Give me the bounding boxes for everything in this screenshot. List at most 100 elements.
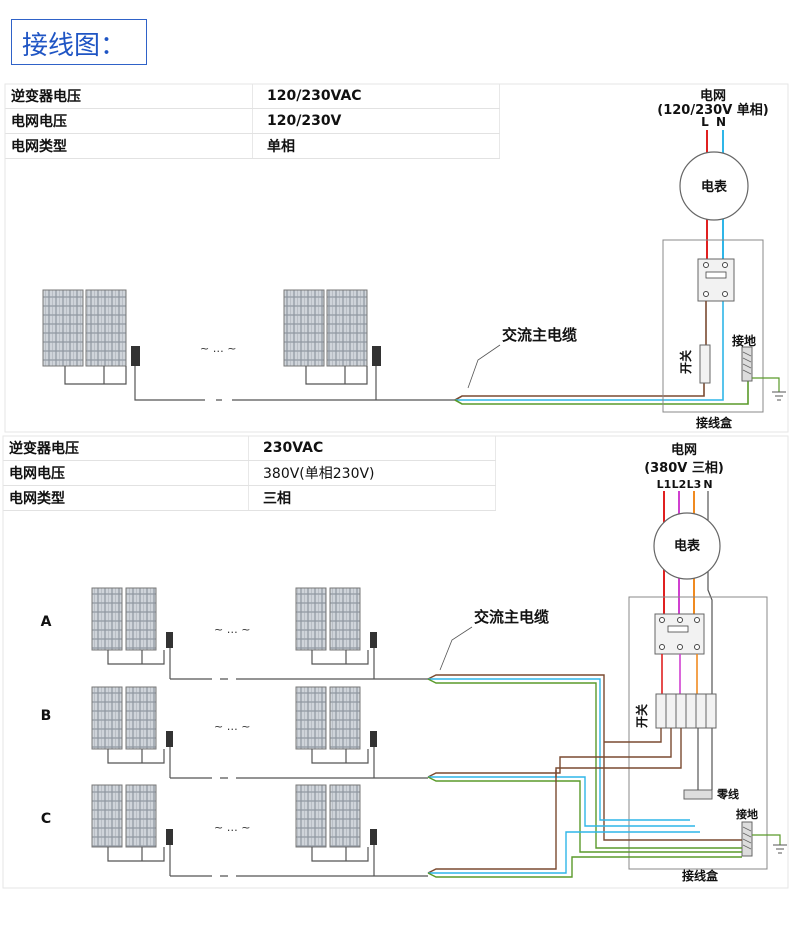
spec-row: 电网电压 380V(单相230V) [3,460,496,486]
solar-panel-group [42,289,200,401]
line-N-label: N [716,115,726,129]
line-L-label: L [701,115,709,129]
switch-label: 开关 [678,350,693,374]
micro-inverter [131,346,140,366]
switch [695,693,707,729]
junction-box [628,596,768,870]
grid-subtitle: (120/230V 单相) [657,102,769,118]
junction-box [662,239,764,413]
panel-wiring [311,847,369,862]
spec-row: 电网类型 三相 [3,485,496,511]
spec-value: 230VAC [248,436,496,461]
solar-panel [125,686,157,750]
meter-label: 电表 [701,179,728,195]
ground-label: 接地 [736,807,758,821]
grid-label: 电网 [700,88,726,104]
row-label: C [41,811,51,827]
ac-cable-label: 交流主电缆 [502,326,577,344]
switch [705,693,717,729]
ac-cable-label: 交流主电缆 [474,608,549,626]
junction-box-label: 接线盒 [682,868,719,883]
solar-panel [329,686,361,750]
single-phase-frame [4,83,789,433]
solar-panel [85,289,127,367]
row-label: A [41,614,52,630]
grid-label: 电网 [671,442,697,458]
solar-panel [295,587,327,651]
neutral-bar [683,789,713,800]
solar-panel [329,784,361,848]
neutral-label: 零线 [716,787,739,801]
spec-value: 单相 [252,133,500,159]
line-L3-label: L3 [687,478,702,491]
junction-box-label: 接线盒 [696,415,733,430]
ground-label: 接地 [732,333,756,348]
spec-value: 120/230V [252,108,500,134]
switch [665,693,677,729]
spec-row: 逆变器电压 120/230VAC [5,84,500,109]
pv-rows [91,587,428,877]
solar-panel [42,289,84,367]
micro-inverter [370,632,377,648]
switch-bank [655,693,717,729]
title-box: 接线图： [11,19,147,65]
micro-inverter [370,829,377,845]
switch [699,344,711,384]
spec-label: 电网电压 [3,460,249,486]
solar-panel [91,587,123,651]
panel-wiring [107,650,165,665]
row-label: B [41,708,52,724]
switch [675,693,687,729]
line-N-label: N [703,478,712,491]
solar-panel-group [283,289,381,400]
spec-label: 电网类型 [3,485,249,511]
meter [653,512,721,580]
ellipsis-text: ~ … ~ [200,342,236,355]
line-L2-label: L2 [672,478,687,491]
spec-label: 电网类型 [5,133,253,159]
solar-panel [91,686,123,750]
panel-wiring [107,749,165,764]
ellipsis-text: ~ … ~ [214,821,250,834]
spec-label: 逆变器电压 [3,436,249,461]
solar-panel [295,784,327,848]
page-title: 接线图： [22,31,127,61]
panel-wiring [311,749,369,764]
spec-label: 电网电压 [5,108,253,134]
ellipsis-text: ~ … ~ [214,720,250,733]
micro-inverter [166,829,173,845]
spec-row: 电网电压 120/230V [5,108,500,134]
spec-value: 120/230VAC [252,84,500,109]
panel-wiring [311,650,369,665]
micro-inverter [166,632,173,648]
micro-inverter [166,731,173,747]
ground-bar [741,821,753,857]
line-L1-label: L1 [657,478,672,491]
spec-value: 380V(单相230V) [248,460,496,486]
solar-panel [283,289,325,367]
three-phase-frame [2,435,789,889]
spec-label: 逆变器电压 [5,84,253,109]
micro-inverter [372,346,381,366]
spec-value: 三相 [248,485,496,511]
ellipsis-text: ~ … ~ [214,623,250,636]
switch [655,693,667,729]
solar-panel [329,587,361,651]
solar-panel [326,289,368,367]
panel-wiring [107,847,165,862]
grid-subtitle: (380V 三相) [644,460,724,476]
single-phase-spec-table: 逆变器电压 120/230VAC 电网电压 120/230V 电网类型 单相 [5,84,500,159]
micro-inverter [370,731,377,747]
solar-panel [295,686,327,750]
switch-label: 开关 [634,704,649,728]
solar-panel [91,784,123,848]
ground-bar [741,346,753,382]
solar-panel [125,784,157,848]
switch [685,693,697,729]
spec-row: 电网类型 单相 [5,133,500,159]
meter-label: 电表 [674,538,701,554]
spec-row: 逆变器电压 230VAC [3,436,496,461]
solar-panel [125,587,157,651]
meter [679,151,749,221]
